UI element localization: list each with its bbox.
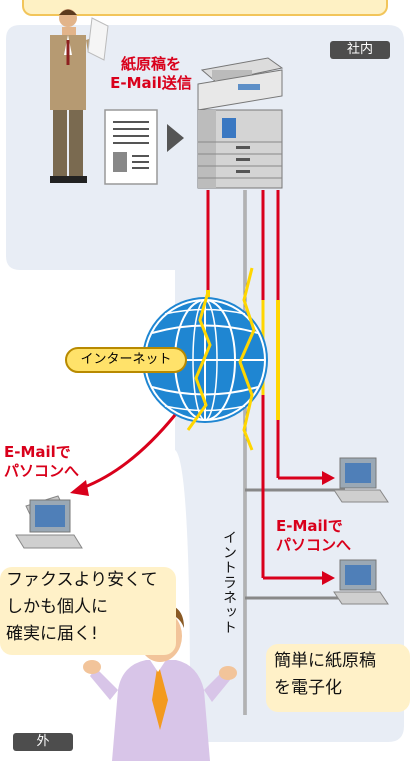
- top-banner: [22, 0, 388, 16]
- internet-label: インターネット: [65, 347, 187, 373]
- mail-arrow-outside: [81, 414, 177, 490]
- send-email-label-line2: E-Mail送信: [110, 74, 192, 92]
- email-to-pc-inside-line1: E-Mailで: [276, 517, 343, 535]
- lightning-left: [186, 291, 212, 431]
- arrow-right-icon: [167, 124, 184, 152]
- callout-line: を電子化: [274, 678, 342, 698]
- callout-line: ファクスより安くて: [6, 570, 158, 590]
- email-to-pc-inside-line2: パソコンへ: [276, 536, 352, 554]
- lightning-right: [238, 267, 256, 451]
- callout-line: 簡単に紙原稿: [274, 651, 376, 671]
- paper-document-icon: [104, 109, 158, 185]
- outside-tag: 外: [13, 733, 73, 751]
- inside-company-tag: 社内: [330, 41, 390, 59]
- person-with-document-icon: [50, 9, 109, 183]
- email-to-pc-outside-label: E-Mailで パソコンへ: [4, 443, 79, 481]
- callout-line: しかも個人に: [6, 597, 108, 617]
- multifunction-printer-icon: [197, 57, 284, 189]
- email-to-pc-outside-line2: パソコンへ: [4, 462, 80, 480]
- pc-inside-lower-icon: [333, 559, 389, 605]
- send-email-label-line1: 紙原稿を: [120, 55, 181, 73]
- pc-outside-icon: [15, 495, 83, 549]
- email-to-pc-outside-line1: E-Mailで: [4, 443, 71, 461]
- callout-line: 確実に届く!: [6, 624, 98, 644]
- pc-inside-upper-icon: [333, 457, 389, 503]
- send-email-label: 紙原稿を E-Mail送信: [96, 55, 206, 93]
- callout-digitize-paper: 簡単に紙原稿 を電子化: [266, 644, 410, 712]
- callout-cheaper-than-fax: ファクスより安くて しかも個人に 確実に届く!: [0, 567, 176, 655]
- email-to-pc-inside-label: E-Mailで パソコンへ: [276, 517, 351, 555]
- intranet-label: イントラネット: [221, 530, 237, 635]
